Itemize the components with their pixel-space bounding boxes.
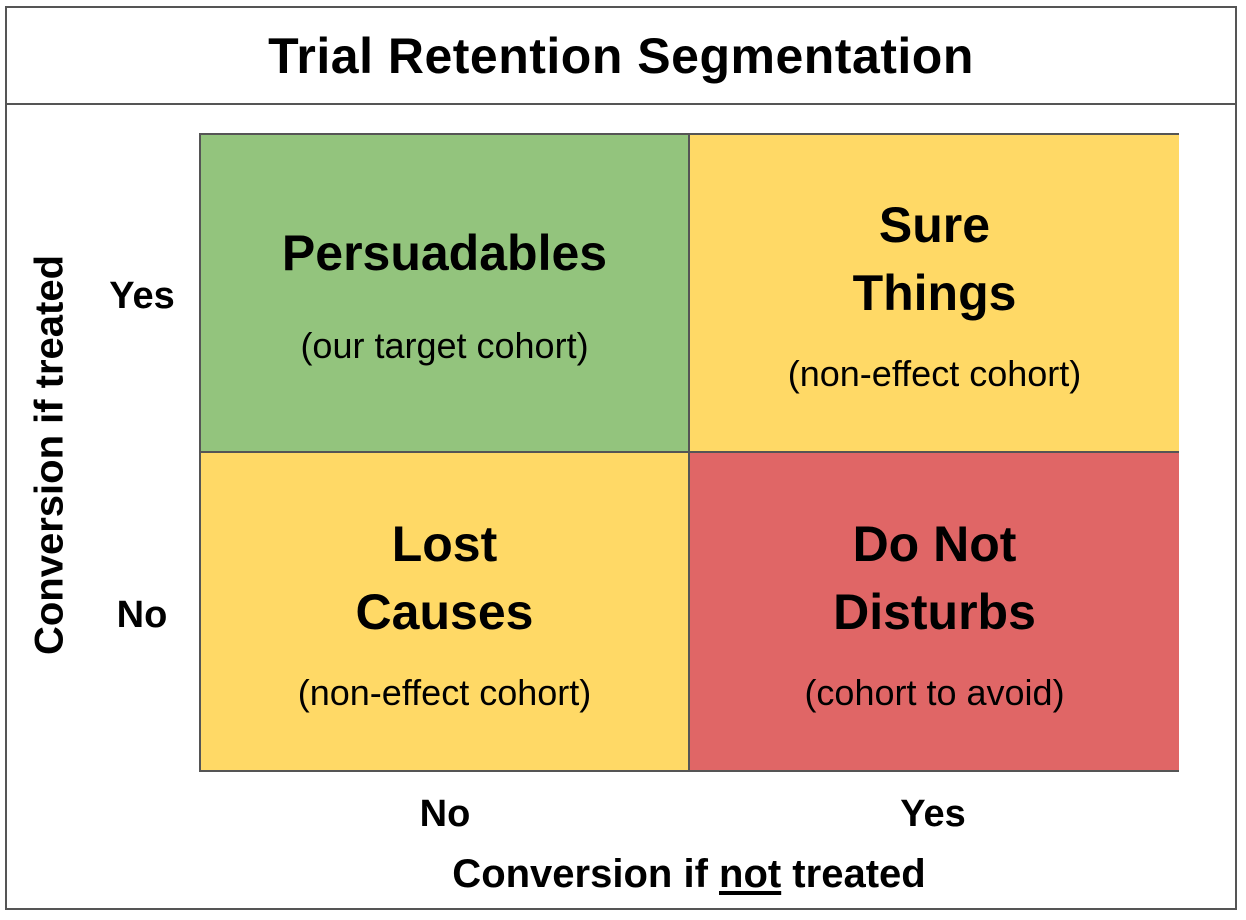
quadrant-subtitle: (our target cohort) <box>300 325 589 366</box>
quadrant-subtitle: (cohort to avoid) <box>804 671 1065 713</box>
segmentation-matrix: Persuadables (our target cohort) Sure Th… <box>199 133 1179 772</box>
quadrant-name: Lost Causes <box>355 515 534 640</box>
col-label-yes: Yes <box>900 793 966 835</box>
x-axis-title-part: treated <box>781 852 926 896</box>
diagram-frame: Trial Retention Segmentation <box>5 6 1237 910</box>
quadrant-lost-causes: Lost Causes (non-effect cohort) <box>201 453 690 770</box>
quadrant-sure-things: Sure Things (non-effect cohort) <box>690 135 1179 453</box>
quadrant-subtitle: (non-effect cohort) <box>297 671 592 713</box>
quadrant-name: Persuadables <box>281 225 608 281</box>
row-label-no: No <box>116 594 168 636</box>
quadrant-persuadables: Persuadables (our target cohort) <box>201 135 690 453</box>
x-axis-title-emphasis: not <box>719 852 782 896</box>
title-bar: Trial Retention Segmentation <box>7 8 1235 105</box>
quadrant-subtitle: (non-effect cohort) <box>787 353 1082 394</box>
quadrant-name: Sure Things <box>852 197 1017 321</box>
quadrant-name: Do Not Disturbs <box>833 515 1036 640</box>
quadrant-do-not-disturbs: Do Not Disturbs (cohort to avoid) <box>690 453 1179 770</box>
diagram-title: Trial Retention Segmentation <box>268 27 974 84</box>
y-axis-title: Conversion if treated <box>27 254 72 656</box>
x-axis-title-part: Conversion if <box>452 852 720 896</box>
x-axis-title: Conversion if not treated <box>452 852 925 897</box>
row-label-yes: Yes <box>109 275 175 317</box>
col-label-no: No <box>419 793 471 835</box>
